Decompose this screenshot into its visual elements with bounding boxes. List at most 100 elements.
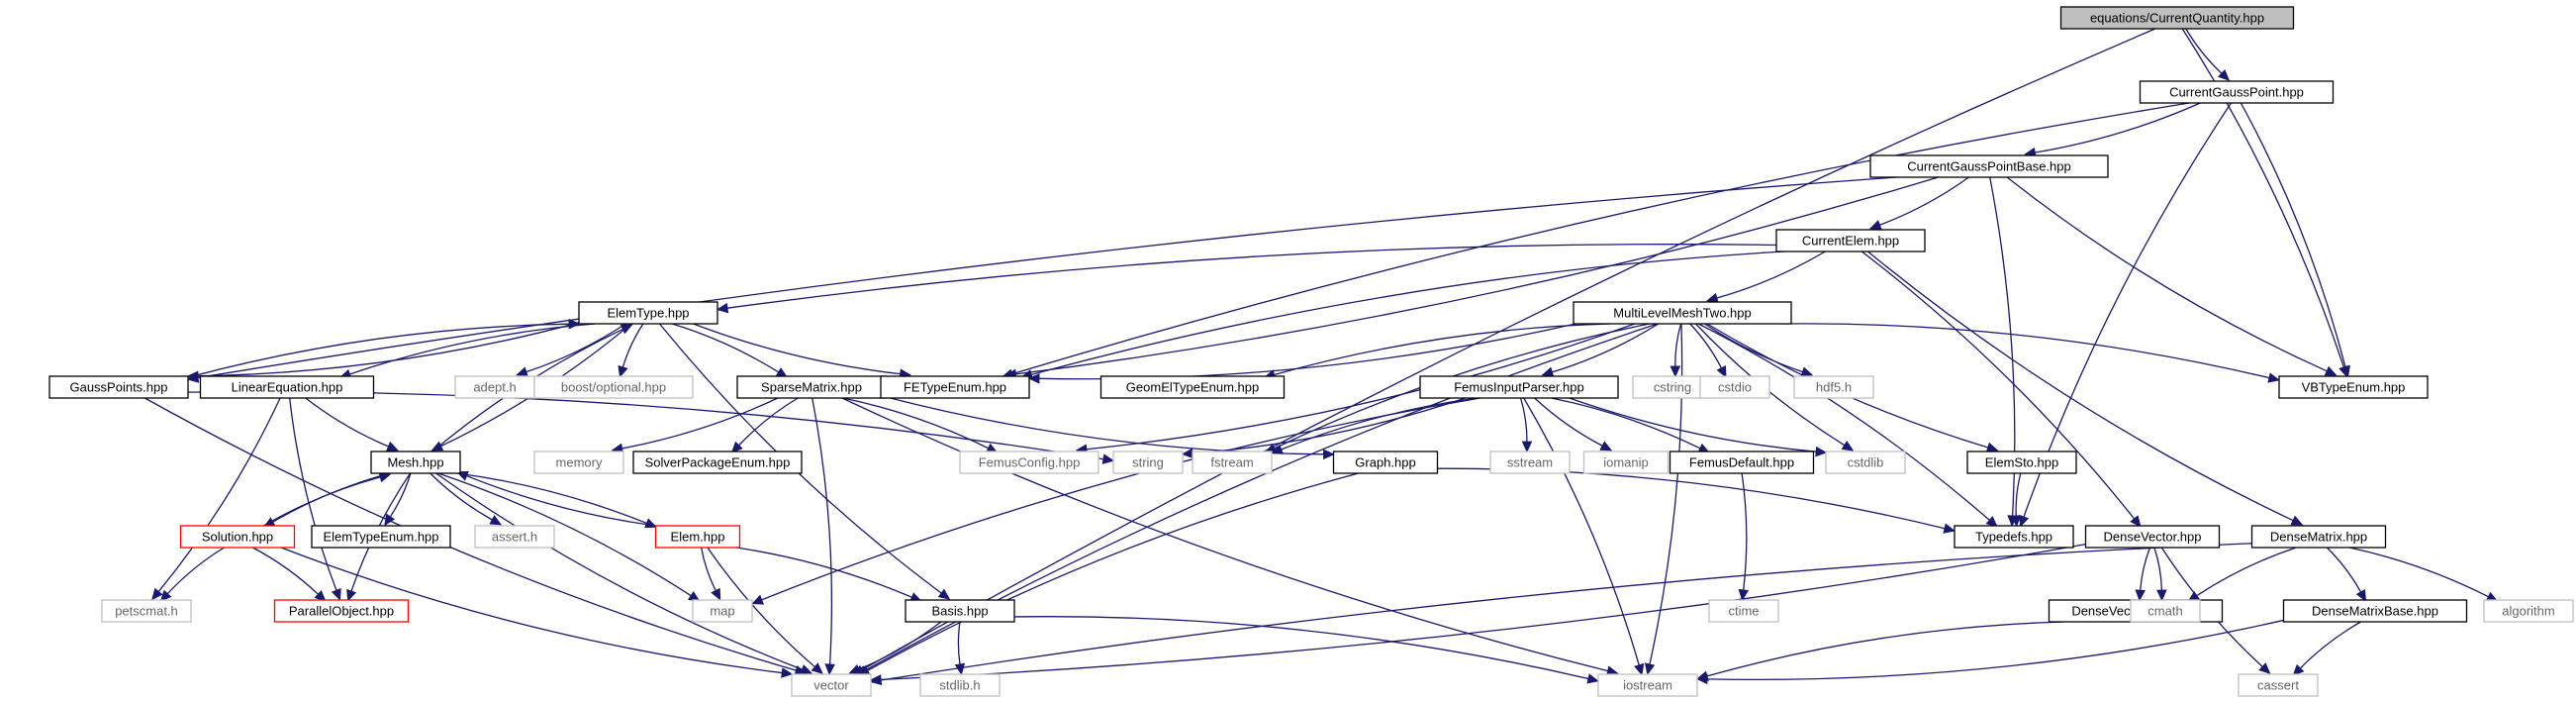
node-root[interactable]: equations/CurrentQuantity.hpp [2059, 6, 2295, 30]
node-box-gausspoints [48, 375, 189, 399]
edge-elemtype-to-sparse [672, 323, 780, 373]
node-label-basis: Basis.hpp [931, 603, 988, 618]
node-iostream: iostream [1597, 673, 1698, 697]
node-box-celem [1775, 229, 1926, 252]
node-box-boostopt [533, 375, 694, 399]
arrowhead-densevector-to-cassert [2258, 662, 2271, 674]
node-label-celem: CurrentElem.hpp [1802, 233, 1899, 248]
node-mlmt[interactable]: MultiLevelMeshTwo.hpp [1573, 301, 1792, 325]
node-sparse[interactable]: SparseMatrix.hpp [736, 375, 887, 399]
edge-densematrix-to-vector [880, 543, 2252, 681]
node-cgpb[interactable]: CurrentGaussPointBase.hpp [1869, 154, 2109, 178]
node-label-root: equations/CurrentQuantity.hpp [2090, 10, 2264, 25]
node-fstream: fstream [1192, 451, 1273, 474]
node-label-femusconfig: FemusConfig.hpp [979, 454, 1081, 469]
node-label-iostream: iostream [1623, 677, 1672, 692]
arrowhead-solution-to-parallel [314, 590, 327, 602]
node-densevector[interactable]: DenseVector.hpp [2084, 525, 2221, 549]
edge-mlmt-to-cstring [1674, 323, 1682, 367]
edge-femusinput-to-iostream [1523, 397, 1640, 666]
node-label-geomel: GeomElTypeEnum.hpp [1126, 379, 1259, 394]
node-elemtypeenum[interactable]: ElemTypeEnum.hpp [311, 525, 451, 549]
arrowhead-celem-to-densevector [2130, 515, 2142, 528]
edge-cgp-to-fetype [1011, 102, 2190, 375]
node-box-femusconfig [959, 451, 1099, 474]
node-femusinput[interactable]: FemusInputParser.hpp [1419, 375, 1619, 399]
edge-femusdefault-to-ctime [1741, 472, 1748, 591]
node-iomanip: iomanip [1582, 451, 1670, 474]
arrowhead-celem-to-mlmt [1706, 292, 1719, 303]
arrowhead-cgpb-to-vbtype [2324, 365, 2337, 376]
edge-elem-to-vector [707, 547, 815, 668]
node-basis[interactable]: Basis.hpp [905, 599, 1015, 623]
node-label-femusdefault: FemusDefault.hpp [1689, 454, 1794, 469]
node-box-stdlib [919, 673, 1001, 697]
node-label-densematrix: DenseMatrix.hpp [2270, 529, 2367, 544]
node-label-densevector: DenseVector.hpp [2103, 529, 2201, 544]
node-cgp[interactable]: CurrentGaussPoint.hpp [2139, 80, 2335, 104]
node-graph[interactable]: Graph.hpp [1332, 451, 1439, 474]
node-elemsto[interactable]: ElemSto.hpp [1966, 451, 2077, 474]
edge-cgp-to-vbtype [2240, 102, 2346, 367]
edge-celem-to-elemtype [726, 244, 1777, 309]
node-box-fstream [1192, 451, 1273, 474]
node-elem[interactable]: Elem.hpp [654, 525, 741, 549]
node-label-vbtype: VBTypeEnum.hpp [2302, 379, 2406, 394]
node-celem[interactable]: CurrentElem.hpp [1775, 229, 1926, 252]
node-mesh[interactable]: Mesh.hpp [370, 451, 461, 474]
node-parallel[interactable]: ParallelObject.hpp [273, 599, 410, 623]
node-fetype[interactable]: FETypeEnum.hpp [880, 375, 1030, 399]
edge-densevector-to-densevectorbase [2140, 547, 2151, 591]
nodes-layer: equations/CurrentQuantity.hppCurrentGaus… [48, 6, 2574, 697]
arrowhead-mlmt-to-fetype [1027, 373, 1040, 384]
edge-sparse-to-memory [621, 397, 779, 450]
edge-densematrix-to-cmath [2196, 547, 2297, 597]
node-box-iostream [1597, 673, 1698, 697]
node-gausspoints[interactable]: GaussPoints.hpp [48, 375, 189, 399]
node-algorithm: algorithm [2483, 599, 2574, 623]
node-elemtype[interactable]: ElemType.hpp [578, 301, 718, 325]
node-box-elem [654, 525, 741, 549]
edge-celem-to-densevector [1860, 251, 2136, 520]
node-geomel[interactable]: GeomElTypeEnum.hpp [1099, 375, 1286, 399]
node-solution[interactable]: Solution.hpp [179, 525, 296, 549]
arrowhead-mlmt-to-femusinput [1541, 366, 1555, 377]
node-box-femusinput [1419, 375, 1619, 399]
edge-solution-to-mesh [263, 476, 381, 527]
arrowhead-mlmt-to-cstdlib [1841, 440, 1855, 451]
node-solverpkg[interactable]: SolverPackageEnum.hpp [632, 451, 803, 474]
edge-femusinput-to-sstream [1519, 397, 1528, 443]
edge-mlmt-to-vbtype [1780, 323, 2270, 379]
node-box-elemsto [1966, 451, 2077, 474]
node-label-graph: Graph.hpp [1355, 454, 1415, 469]
node-label-lineq: LinearEquation.hpp [232, 379, 343, 394]
edge-gausspoints-to-vector [143, 397, 797, 671]
arrowhead-gausspoints-to-elemtype [568, 318, 581, 330]
edge-lineq-to-petscmat [157, 397, 281, 592]
node-box-elemtype [578, 301, 718, 325]
edge-femusinput-to-cstdlib [1569, 397, 1817, 452]
arrowhead-femusinput-to-map [751, 594, 765, 605]
node-label-solution: Solution.hpp [202, 529, 273, 544]
edge-gausspoints-to-elemtype [187, 323, 570, 378]
arrowhead-celem-to-densematrix [2290, 515, 2304, 526]
node-densematrixbase[interactable]: DenseMatrixBase.hpp [2282, 599, 2468, 623]
node-vbtype[interactable]: VBTypeEnum.hpp [2278, 375, 2429, 399]
node-label-elemsto: ElemSto.hpp [1985, 454, 2058, 469]
node-label-ctime: ctime [1728, 603, 1759, 618]
node-label-solverpkg: SolverPackageEnum.hpp [645, 454, 791, 469]
edge-mlmt-to-femusconfig [1086, 323, 1636, 451]
node-typedefs[interactable]: Typedefs.hpp [1954, 525, 2074, 549]
node-femusdefault[interactable]: FemusDefault.hpp [1669, 451, 1815, 474]
edge-lineq-to-mesh [305, 397, 389, 448]
node-box-parallel [273, 599, 410, 623]
node-boostopt: boost/optional.hpp [533, 375, 694, 399]
node-stdlib: stdlib.h [919, 673, 1001, 697]
node-lineq[interactable]: LinearEquation.hpp [199, 375, 375, 399]
edge-celem-to-fetype [1030, 251, 1784, 376]
node-densematrix[interactable]: DenseMatrix.hpp [2250, 525, 2387, 549]
node-label-iomanip: iomanip [1603, 454, 1649, 469]
node-box-hdf5 [1793, 375, 1874, 399]
node-box-string [1112, 451, 1184, 474]
arrowhead-mesh-to-elemtype [620, 324, 633, 335]
